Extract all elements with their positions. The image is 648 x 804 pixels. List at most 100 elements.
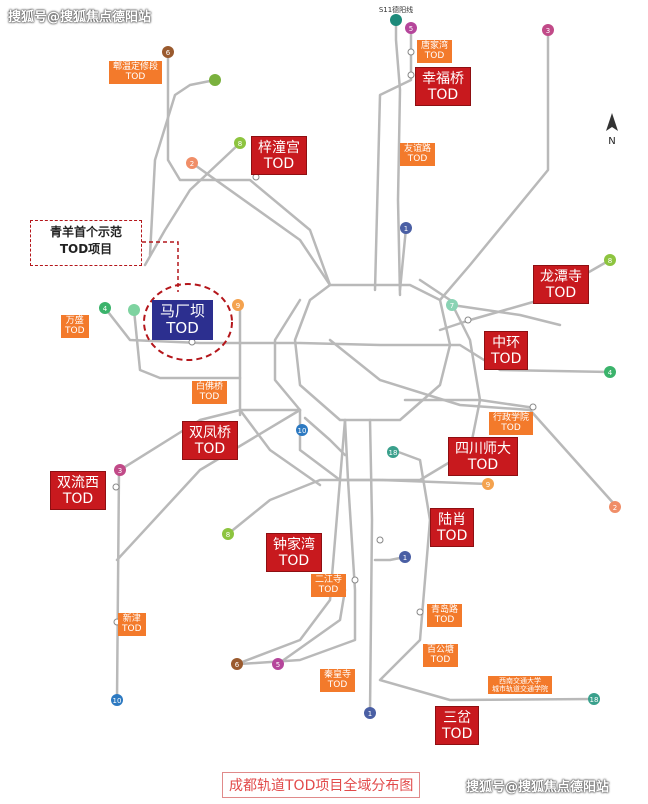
badge-9-e: 9 xyxy=(482,478,494,490)
badge-2-se: 2 xyxy=(609,501,621,513)
map-title: 成都轨道TOD项目全域分布图 xyxy=(222,772,421,798)
svg-text:3: 3 xyxy=(118,467,122,475)
badge-1-s: 1 xyxy=(399,551,411,563)
badge-4-e: 4 xyxy=(604,366,616,378)
badge-6-s: 6 xyxy=(231,658,243,670)
line-3-sw xyxy=(118,408,302,472)
svg-text:9: 9 xyxy=(236,302,240,310)
badge-6-n: 6 xyxy=(162,46,174,58)
badge-18-c: 18 xyxy=(387,446,399,458)
line-10 xyxy=(115,408,302,562)
badge-8-s: 8 xyxy=(222,528,234,540)
badge-10-n xyxy=(209,74,221,86)
svg-text:2: 2 xyxy=(613,504,617,512)
svg-text:1: 1 xyxy=(403,554,407,562)
line-e xyxy=(403,398,537,410)
line-8 xyxy=(143,141,242,267)
badge-8-ne: 8 xyxy=(604,254,616,266)
line-badges: 5 3 6 8 2 1 8 4 9 7 4 10 18 3 9 2 8 1 6 … xyxy=(99,14,621,719)
highlight-circle xyxy=(143,283,233,361)
line-s11 xyxy=(394,18,402,297)
watermark-bottom: 搜狐号@搜狐焦点德阳站 xyxy=(466,780,610,795)
callout-leader xyxy=(142,241,179,292)
svg-text:9: 9 xyxy=(486,481,490,489)
line-3-ne xyxy=(438,28,550,302)
line-10-s xyxy=(115,468,121,702)
svg-text:3: 3 xyxy=(546,27,550,35)
line-ne-3 xyxy=(450,303,562,327)
badge-17-w xyxy=(128,304,140,316)
line-8-s xyxy=(303,416,347,457)
line-6-s xyxy=(235,418,347,666)
badge-1-n: 1 xyxy=(400,222,412,234)
svg-text:5: 5 xyxy=(409,25,413,33)
line-18 xyxy=(378,448,596,702)
svg-text:10: 10 xyxy=(113,697,122,705)
badge-5-n: 5 xyxy=(405,22,417,34)
svg-text:2: 2 xyxy=(190,160,194,168)
s11-line-label: S11德阳线 xyxy=(379,5,413,14)
line-nw2 xyxy=(148,78,217,257)
metro-lines xyxy=(103,18,617,714)
svg-text:18: 18 xyxy=(389,449,398,457)
badge-2-n: 2 xyxy=(186,157,198,169)
north-compass-icon: N xyxy=(604,113,620,147)
line-17-w xyxy=(132,308,242,380)
line-5-sw xyxy=(276,588,347,666)
svg-text:1: 1 xyxy=(404,225,408,233)
line-1-s xyxy=(368,418,374,714)
badge-1-bottom: 1 xyxy=(364,707,376,719)
line-9 xyxy=(226,478,490,536)
svg-text:5: 5 xyxy=(276,661,280,669)
line-5-s xyxy=(238,418,357,666)
badge-3-n: 3 xyxy=(542,24,554,36)
badge-4-w: 4 xyxy=(99,302,111,314)
line-2-nw xyxy=(190,161,332,287)
watermark-top: 搜狐号@搜狐焦点德阳站 xyxy=(8,10,152,25)
badge-18-s: 18 xyxy=(588,693,600,705)
svg-text:18: 18 xyxy=(590,696,599,704)
svg-text:8: 8 xyxy=(238,140,242,148)
badge-3-w: 3 xyxy=(114,464,126,476)
line-17-s xyxy=(238,408,322,487)
svg-text:1: 1 xyxy=(368,710,372,718)
svg-text:4: 4 xyxy=(103,305,108,313)
svg-text:6: 6 xyxy=(235,661,240,669)
badge-10: 10 xyxy=(296,424,308,436)
svg-text:6: 6 xyxy=(166,49,171,57)
svg-text:8: 8 xyxy=(608,257,612,265)
line-2-se xyxy=(328,338,617,507)
svg-text:7: 7 xyxy=(450,302,454,310)
line-1-n xyxy=(398,226,408,292)
badge-8-n: 8 xyxy=(234,137,246,149)
svg-text:8: 8 xyxy=(226,531,230,539)
badge-s11 xyxy=(390,14,402,26)
badge-5-s: 5 xyxy=(272,658,284,670)
badge-9-w: 9 xyxy=(232,299,244,311)
callout-box: 青羊首个示范 TOD项目 xyxy=(30,220,142,266)
badge-7: 7 xyxy=(446,299,458,311)
label-swjtu[interactable]: 西南交通大学城市轨道交通学院 xyxy=(488,676,552,695)
